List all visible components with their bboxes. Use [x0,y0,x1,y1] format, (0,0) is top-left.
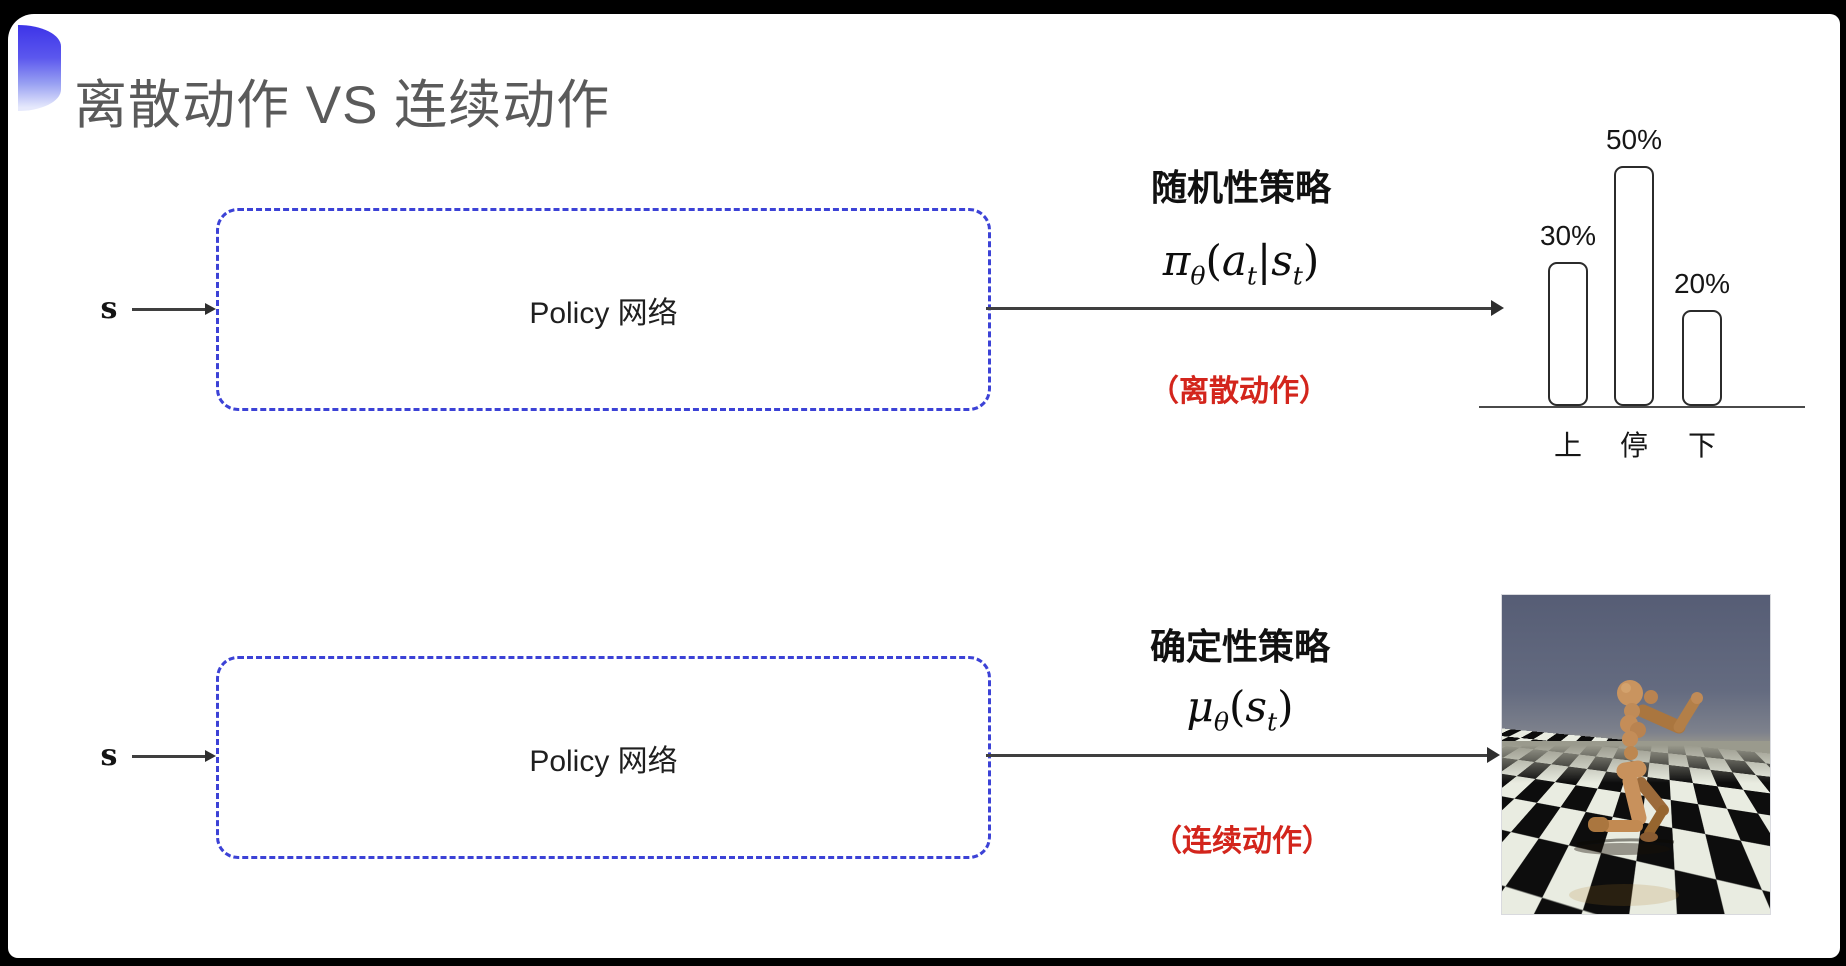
humanoid-robot-figure [1502,595,1770,914]
policy-network-box-bottom: Policy 网络 [216,656,991,859]
slide-bullet-decoration [18,25,61,111]
state-input-label-bottom: s [94,738,124,773]
chart-baseline [1479,406,1805,408]
slide: 离散动作 VS 连续动作 s Policy 网络 随机性策略 πθ(at|st)… [8,14,1840,958]
policy-network-label-bottom: Policy 网络 [529,736,677,780]
deterministic-policy-title: 确定性策略 [1030,618,1450,670]
input-arrow-bottom [132,746,216,766]
formula-mu: μ [1187,682,1214,731]
probability-bar [1682,310,1722,406]
arrow-shaft [132,308,205,311]
humanoid-simulation-image [1502,595,1770,914]
deterministic-policy-formula: μθ(st) [1030,682,1450,731]
arrow-shaft [986,754,1489,757]
continuous-action-label: （连续动作） [1032,816,1452,860]
arrow-head-icon [205,750,216,762]
probability-bar [1548,262,1588,406]
formula-t-sub: t [1247,261,1257,290]
formula-theta-sub: θ [1214,707,1229,736]
probability-bar [1614,166,1654,406]
arrow-shaft [986,307,1493,310]
bar-category-label: 下 [1657,424,1747,464]
output-arrow-bottom [986,745,1500,765]
formula-paren: ) [1303,236,1319,285]
action-bar-chart: 30%上50%停20%下 [1475,114,1805,474]
state-input-label-top: s [94,291,124,326]
formula-paren: ) [1277,682,1293,731]
policy-network-box-top: Policy 网络 [216,208,991,411]
stochastic-policy-formula: πθ(at|st) [1031,236,1451,285]
formula-t-sub: t [1293,261,1303,290]
formula-theta-sub: θ [1190,261,1205,290]
arrow-head-icon [205,303,216,315]
bar-value-label: 30% [1523,220,1613,252]
formula-bar: | [1257,236,1271,285]
formula-s: s [1271,236,1293,285]
output-arrow-top [986,298,1504,318]
bar-value-label: 50% [1589,124,1679,156]
formula-a: a [1222,236,1247,285]
policy-network-label-top: Policy 网络 [529,288,677,332]
formula-pi: π [1163,236,1191,285]
slide-title: 离散动作 VS 连续动作 [74,76,610,137]
formula-paren: ( [1205,236,1221,285]
arrow-shaft [132,755,205,758]
formula-paren: ( [1229,682,1245,731]
formula-t-sub: t [1267,707,1277,736]
formula-s: s [1245,682,1267,731]
input-arrow-top [132,299,216,319]
discrete-action-label: （离散动作） [1029,366,1449,410]
stochastic-policy-title: 随机性策略 [1031,159,1451,211]
bar-value-label: 20% [1657,268,1747,300]
arrow-head-icon [1487,747,1500,763]
